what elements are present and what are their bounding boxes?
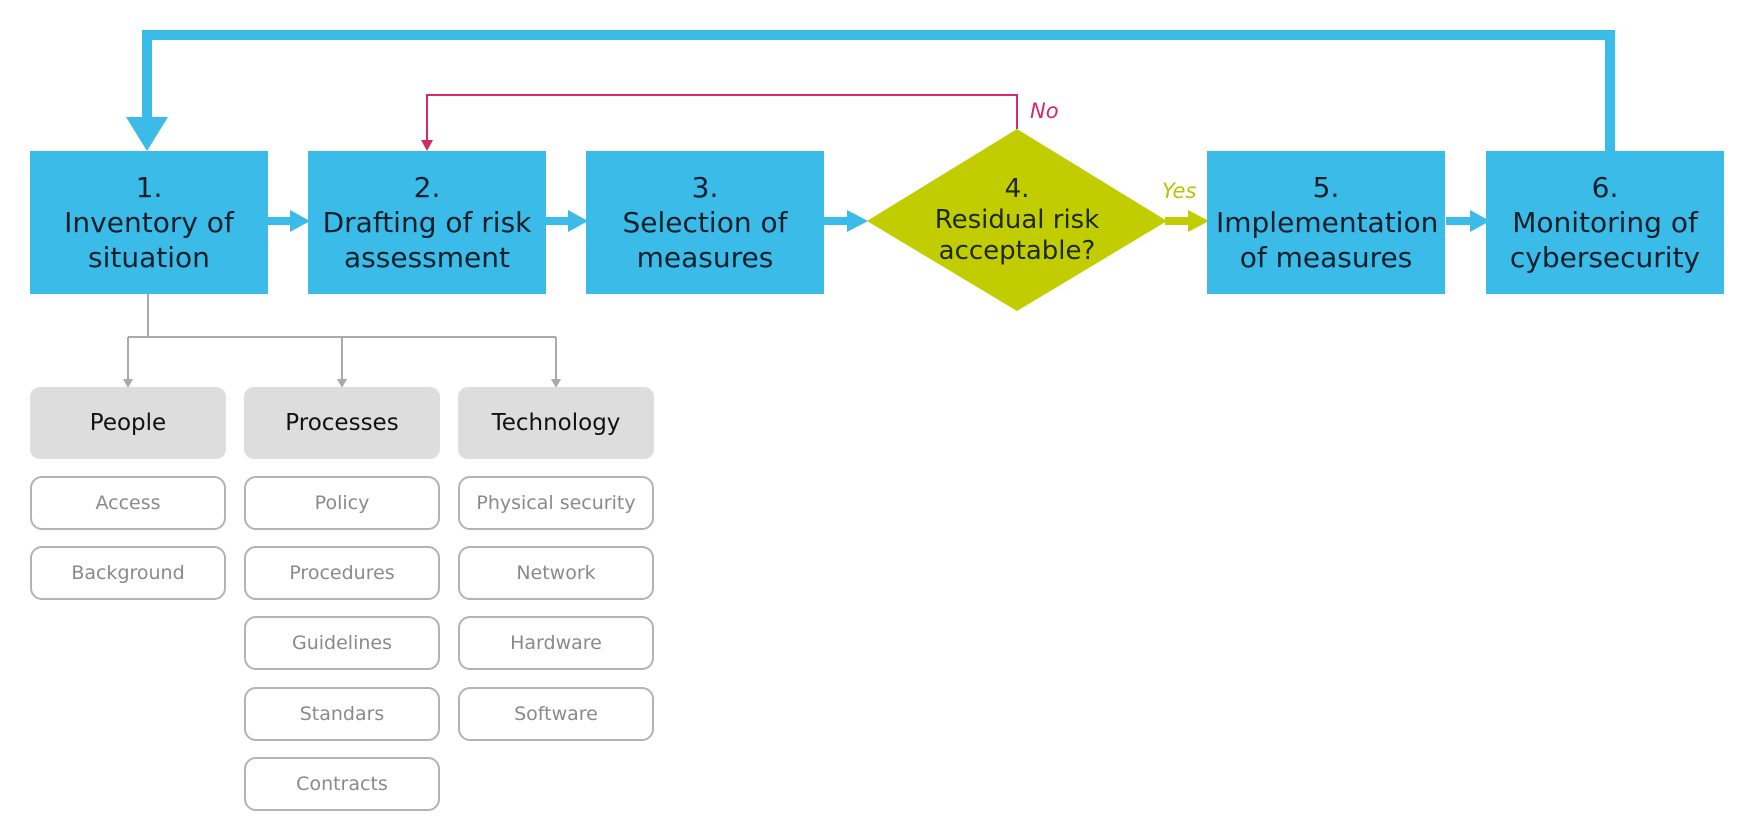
step-inventory-box: 1. Inventory of situation bbox=[30, 151, 268, 294]
item-policy: Policy bbox=[244, 476, 440, 530]
step-number: 3. bbox=[691, 171, 719, 204]
arrow-1-to-2 bbox=[266, 210, 310, 232]
arrow-5-to-6 bbox=[1446, 210, 1490, 232]
no-branch-arrowhead bbox=[421, 140, 433, 151]
step-implementation-box: 5. Implementation of measures bbox=[1207, 151, 1445, 294]
breakdown-arrowheads bbox=[123, 379, 561, 388]
no-branch-label: No bbox=[1030, 99, 1059, 123]
step-risk-assessment-box: 2. Drafting of risk assessment bbox=[308, 151, 546, 294]
breakdown-tree bbox=[127, 294, 557, 380]
step-label: Monitoring of cybersecurity bbox=[1509, 206, 1701, 274]
item-standars: Standars bbox=[244, 687, 440, 741]
arrow-4-to-5-yes bbox=[1165, 210, 1209, 232]
arrow-2-to-3 bbox=[544, 210, 588, 232]
category-technology: Technology bbox=[458, 387, 654, 459]
item-hardware: Hardware bbox=[458, 616, 654, 670]
category-people: People bbox=[30, 387, 226, 459]
item-access: Access bbox=[30, 476, 226, 530]
step-number: 6. bbox=[1591, 171, 1619, 204]
feedback-loop-arrowhead bbox=[126, 117, 168, 151]
step-monitoring-box: 6. Monitoring of cybersecurity bbox=[1486, 151, 1724, 294]
item-background: Background bbox=[30, 546, 226, 600]
item-network: Network bbox=[458, 546, 654, 600]
step-selection-box: 3. Selection of measures bbox=[586, 151, 824, 294]
step-number: 1. bbox=[135, 171, 163, 204]
item-procedures: Procedures bbox=[244, 546, 440, 600]
step-label: Drafting of risk assessment bbox=[322, 206, 532, 274]
arrow-3-to-4 bbox=[822, 210, 868, 232]
item-contracts: Contracts bbox=[244, 757, 440, 811]
item-guidelines: Guidelines bbox=[244, 616, 440, 670]
step-number: 2. bbox=[413, 171, 441, 204]
step-label: Selection of measures bbox=[622, 206, 788, 274]
decision-diamond bbox=[867, 129, 1167, 311]
yes-branch-label: Yes bbox=[1162, 179, 1197, 203]
no-branch-line bbox=[426, 94, 1018, 142]
step-label: Inventory of situation bbox=[64, 206, 234, 274]
feedback-loop-line bbox=[142, 30, 1615, 151]
category-processes: Processes bbox=[244, 387, 440, 459]
step-label: Implementation of measures bbox=[1216, 206, 1439, 274]
item-software: Software bbox=[458, 687, 654, 741]
item-physical-security: Physical security bbox=[458, 476, 654, 530]
step-number: 5. bbox=[1312, 171, 1340, 204]
